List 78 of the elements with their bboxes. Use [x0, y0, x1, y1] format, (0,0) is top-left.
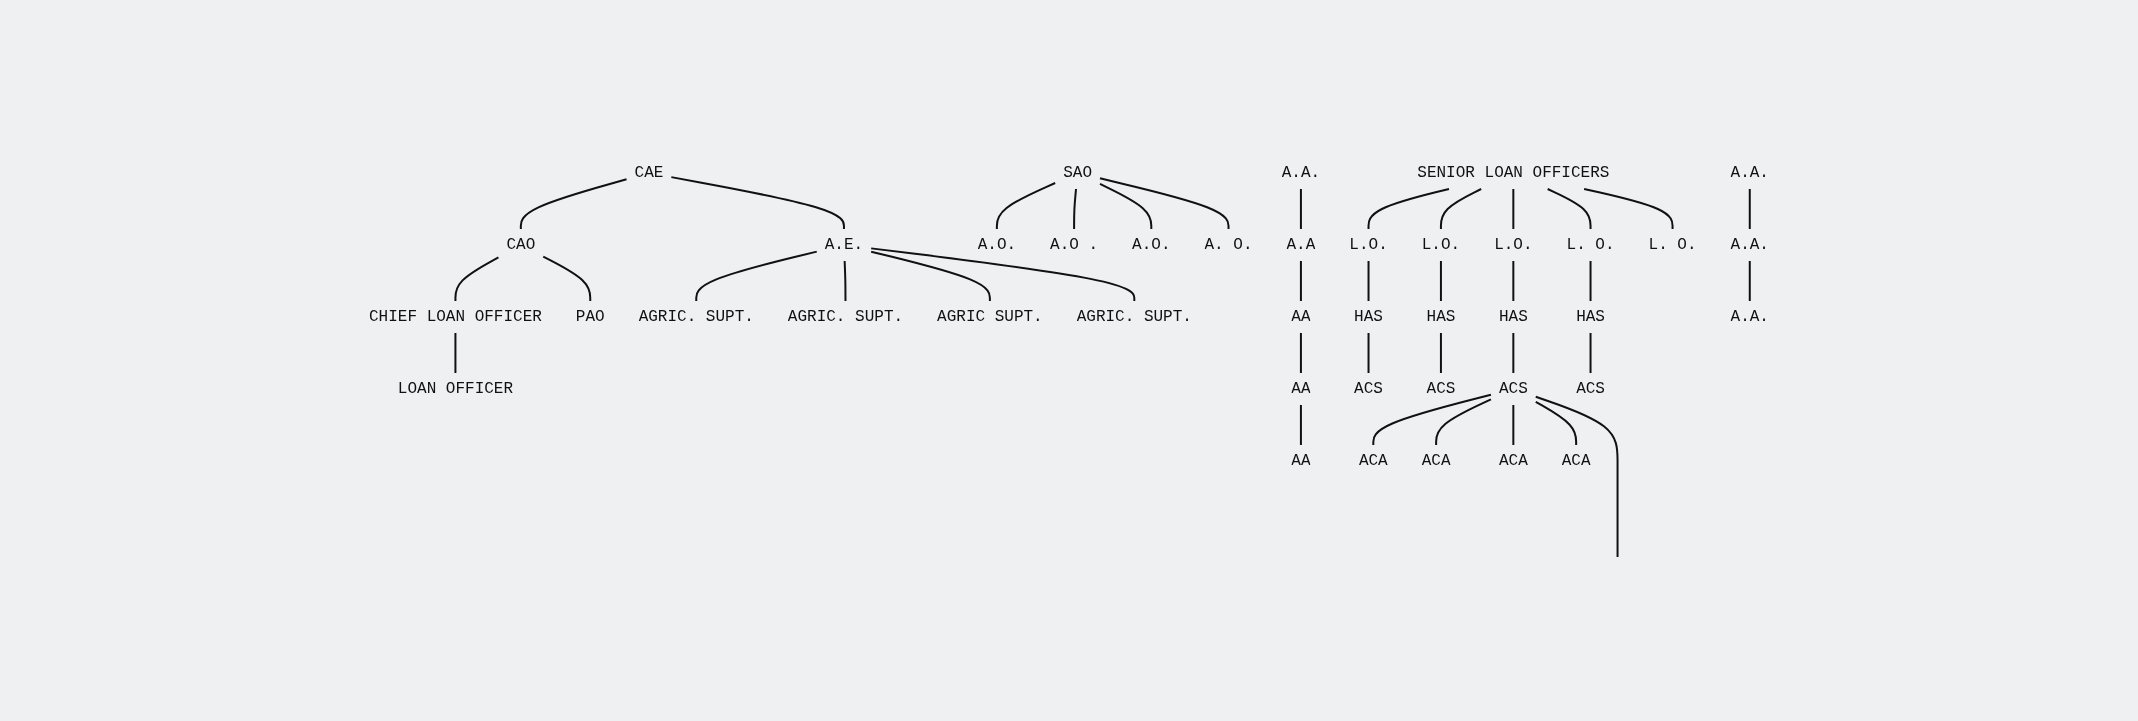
position-title: SENIOR LOAN OFFICERS: [1417, 163, 1610, 182]
connector-line: [1583, 187, 1674, 230]
position-title: AGRIC. SUPT.: [638, 307, 754, 326]
position-title: A.A.: [1281, 163, 1321, 182]
connector-line: [1073, 187, 1078, 230]
position-title: ACA: [1421, 451, 1451, 470]
connector-line: [995, 181, 1057, 230]
position-title: A.A.: [1730, 235, 1769, 254]
position-title: HAS: [1576, 307, 1605, 326]
position-title: LOAN OFFICER: [397, 379, 514, 398]
connector-line: [1589, 331, 1592, 374]
position-title: A.O .: [1050, 235, 1099, 254]
connector-line: [1439, 259, 1442, 302]
position-title: PAO: [575, 307, 605, 326]
position-title: L. O.: [1648, 235, 1697, 254]
position-title: A.O.: [977, 235, 1017, 254]
position-title: CHIEF LOAN OFFICER: [369, 307, 542, 326]
connector-line: [1748, 259, 1751, 302]
connector-line: [1512, 259, 1515, 302]
connector-line: [542, 255, 592, 302]
position-title: HAS: [1354, 307, 1383, 326]
position-title: L.O.: [1494, 235, 1533, 254]
connector-line: [1299, 331, 1302, 374]
position-title: A. O.: [1204, 235, 1253, 254]
position-title: ACA: [1498, 451, 1528, 470]
position-title: AA: [1291, 451, 1311, 470]
position-title: HAS: [1426, 307, 1456, 326]
connector-line: [1299, 187, 1302, 230]
connector-line: [870, 246, 1136, 302]
position-title: A.A: [1286, 235, 1316, 254]
position-title: L. O.: [1566, 235, 1615, 254]
connector-line: [1099, 182, 1153, 230]
position-title: ACS: [1576, 379, 1605, 398]
position-title: ACS: [1498, 379, 1528, 398]
position-title: A.A.: [1730, 163, 1769, 182]
position-title: ACS: [1354, 379, 1383, 398]
connector-line: [1299, 259, 1302, 302]
connector-line: [1435, 397, 1492, 446]
connector-line: [695, 250, 818, 302]
position-title: CAE: [634, 163, 664, 182]
position-title: A.O.: [1132, 235, 1171, 254]
connector-line: [1512, 403, 1515, 446]
connector-line: [1299, 403, 1302, 446]
connector-line: [1748, 187, 1751, 230]
connector-line: [519, 177, 628, 230]
position-title: ACS: [1426, 379, 1456, 398]
position-title: ACA: [1358, 451, 1388, 470]
position-title: A.A.: [1730, 307, 1769, 326]
position-title: AA: [1291, 379, 1311, 398]
position-title: AGRIC SUPT.: [937, 307, 1043, 326]
position-title: ACA: [1561, 451, 1591, 470]
connector-line: [454, 255, 500, 302]
connector-line: [1512, 187, 1515, 230]
position-title: CAO: [506, 235, 536, 254]
position-title: AGRIC. SUPT.: [1076, 307, 1192, 326]
position-title: AGRIC. SUPT.: [787, 307, 904, 326]
connector-line: [670, 175, 845, 230]
connector-line: [843, 259, 847, 302]
position-title: HAS: [1498, 307, 1528, 326]
connector-line: [870, 250, 991, 302]
connector-line: [1367, 331, 1370, 374]
position-title: SAO: [1063, 163, 1092, 182]
connector-line: [1534, 400, 1578, 446]
connector-line: [454, 331, 457, 374]
connector-line: [1512, 331, 1515, 374]
connector-line: [1546, 187, 1592, 230]
connector-line: [1534, 395, 1619, 558]
connector-line: [1367, 187, 1450, 230]
position-title: A.E.: [824, 235, 864, 254]
position-title: L.O.: [1421, 235, 1461, 254]
connector-line: [1367, 259, 1370, 302]
position-title: AA: [1291, 307, 1311, 326]
connector-line: [1439, 187, 1483, 230]
position-title: L.O.: [1349, 235, 1388, 254]
connector-line: [1099, 176, 1230, 230]
connector-line: [1372, 393, 1492, 446]
connector-line: [1589, 259, 1592, 302]
connector-line: [1439, 331, 1442, 374]
